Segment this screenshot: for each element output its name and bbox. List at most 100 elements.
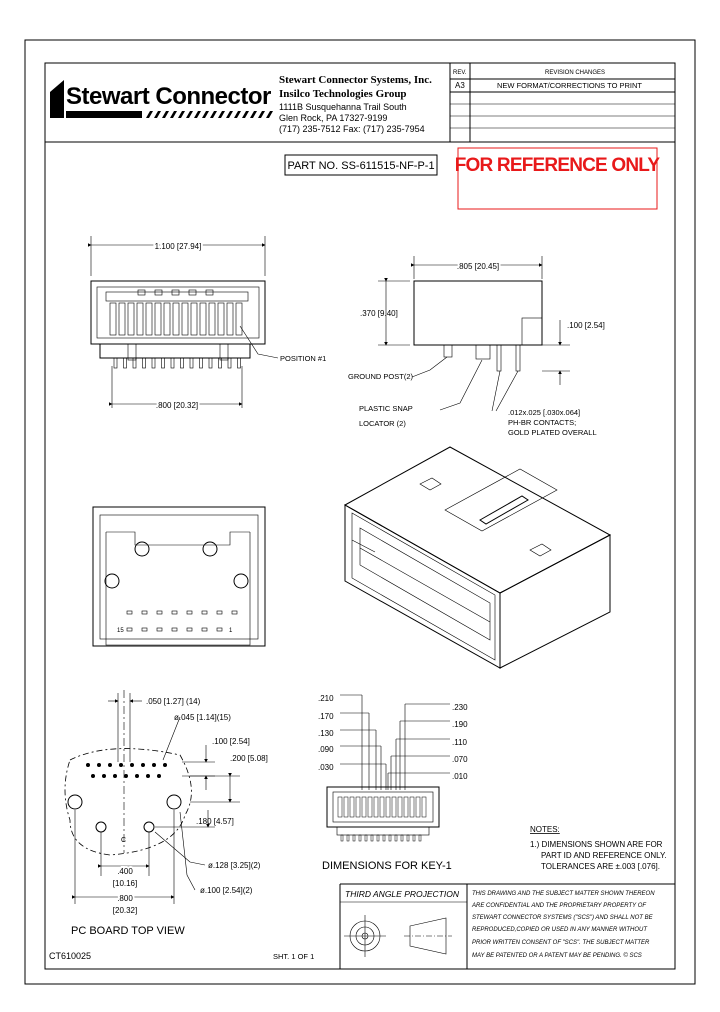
key-view: .210 .170 .130 .090 .030 .230 .190 .110 … bbox=[318, 694, 468, 872]
pin-mark bbox=[216, 627, 223, 632]
key-pin bbox=[406, 834, 410, 842]
key-slot bbox=[373, 796, 379, 818]
logo-stripe bbox=[258, 111, 265, 118]
contact-pin bbox=[189, 357, 194, 369]
logo-stripe bbox=[266, 111, 273, 118]
rev-change: NEW FORMAT/CORRECTIONS TO PRINT bbox=[497, 81, 642, 90]
pcb-hole bbox=[135, 774, 139, 778]
note-line-1: 1.) DIMENSIONS SHOWN ARE FOR bbox=[530, 840, 663, 849]
key-dim-left-5: .030 bbox=[318, 763, 334, 772]
pcb-pitch-dim: .050 [1.27] (14) bbox=[146, 697, 201, 706]
side-view: .805 [20.45] .370 [9.40] .100 [2.54] GRO… bbox=[348, 256, 605, 437]
key-slot bbox=[337, 796, 343, 818]
pcb-row-spacing-dim: .100 [2.54] bbox=[212, 737, 250, 746]
pcb-hole bbox=[86, 763, 90, 767]
contact-slot bbox=[181, 302, 189, 336]
contact-slot bbox=[136, 302, 144, 336]
key-dim-left-1: .210 bbox=[318, 694, 334, 703]
ground-post-label: GROUND POST(2) bbox=[348, 372, 414, 381]
key-slot bbox=[361, 796, 367, 818]
logo-text: Stewart Connector bbox=[66, 83, 271, 110]
snap-locator-label-1: PLASTIC SNAP bbox=[359, 404, 413, 413]
pcb-hole bbox=[119, 763, 123, 767]
front-pitch-dim: .800 [20.32] bbox=[156, 401, 198, 410]
company-address: 1111B Susquehanna Trail South bbox=[279, 102, 407, 112]
notes-block: NOTES: 1.) DIMENSIONS SHOWN ARE FOR PART… bbox=[530, 825, 667, 871]
pin-mark bbox=[156, 610, 163, 615]
pcb-hole bbox=[130, 763, 134, 767]
key-pin bbox=[376, 834, 380, 842]
company-phone: (717) 235-7512 Fax: (717) 235-7954 bbox=[279, 124, 425, 134]
note-line-2: PART ID AND REFERENCE ONLY. bbox=[541, 851, 667, 860]
latch-window bbox=[205, 289, 214, 296]
contact-slot bbox=[154, 302, 162, 336]
pin-mark bbox=[171, 627, 178, 632]
key-pin bbox=[346, 834, 350, 842]
key-pin bbox=[340, 834, 344, 842]
contact-pin bbox=[180, 357, 184, 369]
key-pin bbox=[394, 834, 398, 842]
confidential-line-2: ARE CONFIDENTIAL AND THE PROPRIETARY PRO… bbox=[471, 903, 646, 909]
pin-mark bbox=[186, 610, 193, 615]
confidential-line-1: THIS DRAWING AND THE SUBJECT MATTER SHOW… bbox=[472, 891, 655, 897]
pcb-hole bbox=[146, 774, 150, 778]
pin-label-15: 15 bbox=[117, 628, 124, 634]
pcb-hole bbox=[124, 774, 128, 778]
contact-pin bbox=[237, 357, 241, 369]
pin-mark bbox=[171, 610, 178, 615]
front-width-dim: 1.100 [27.94] bbox=[155, 242, 202, 251]
inner-border bbox=[44, 62, 676, 970]
company-name: Stewart Connector Systems, Inc. bbox=[279, 74, 432, 86]
latch-window bbox=[188, 289, 197, 296]
key-pin bbox=[358, 834, 362, 842]
contact-pin bbox=[132, 357, 137, 369]
part-number: PART NO. SS-611515-NF-P-1 bbox=[287, 160, 434, 172]
key-dim-left-4: .090 bbox=[318, 745, 334, 754]
note-line-3: TOLERANCES ARE ±.003 [.076]. bbox=[541, 862, 660, 871]
key-dim-right-5: .010 bbox=[452, 772, 468, 781]
side-depth-dim: .805 [20.45] bbox=[457, 262, 499, 271]
projection-symbol bbox=[344, 915, 452, 957]
contact-slot bbox=[199, 302, 207, 336]
contact-slot bbox=[235, 302, 243, 336]
contact-slot bbox=[217, 302, 225, 336]
contact-pin bbox=[151, 357, 156, 369]
company-group: Insilco Technologies Group bbox=[279, 88, 407, 100]
pcb-hole bbox=[113, 774, 117, 778]
contact-pin bbox=[227, 357, 232, 369]
front-view: 1.100 [27.94] .800 [20.32] POSITION #1 bbox=[88, 236, 326, 412]
pcb-view-title: PC BOARD TOP VIEW bbox=[71, 925, 185, 937]
key-pin bbox=[400, 834, 404, 842]
contact-slot bbox=[163, 302, 171, 336]
reference-stamp-box bbox=[457, 147, 658, 210]
key-pin bbox=[418, 834, 422, 842]
isometric-view bbox=[343, 446, 612, 669]
contact-slot bbox=[118, 302, 126, 336]
pcb-hole-dim: ø.045 [1.14](15) bbox=[174, 713, 231, 722]
key-pin bbox=[370, 834, 374, 842]
pcb-centerline: C bbox=[121, 837, 126, 844]
side-offset-dim: .100 [2.54] bbox=[567, 321, 605, 330]
contacts-label-3: GOLD PLATED OVERALL bbox=[508, 428, 597, 437]
logo-stripe bbox=[242, 111, 249, 118]
position-label: POSITION #1 bbox=[280, 354, 326, 363]
pin-mark bbox=[126, 627, 133, 632]
key-slot bbox=[367, 796, 373, 818]
pin-mark bbox=[186, 627, 193, 632]
pcb-hole bbox=[141, 763, 145, 767]
ground-post bbox=[127, 343, 137, 361]
side-height-dim: .370 [9.40] bbox=[360, 309, 398, 318]
pin-mark bbox=[216, 610, 223, 615]
contact-pin bbox=[170, 357, 175, 369]
pcb-view: C .050 [1.27] (14) ø.045 [1.14](15) .100… bbox=[64, 690, 268, 937]
company-logo: Stewart Connector bbox=[50, 80, 273, 118]
contact-slot bbox=[190, 302, 198, 336]
key-slot bbox=[421, 796, 427, 818]
pin-mark bbox=[201, 610, 208, 615]
contact-slot bbox=[145, 302, 153, 336]
logo-stripe bbox=[146, 111, 153, 118]
contact-pin bbox=[161, 357, 165, 369]
latch-window bbox=[137, 289, 146, 296]
key-dim-right-3: .110 bbox=[452, 738, 468, 747]
latch-window bbox=[154, 289, 163, 296]
